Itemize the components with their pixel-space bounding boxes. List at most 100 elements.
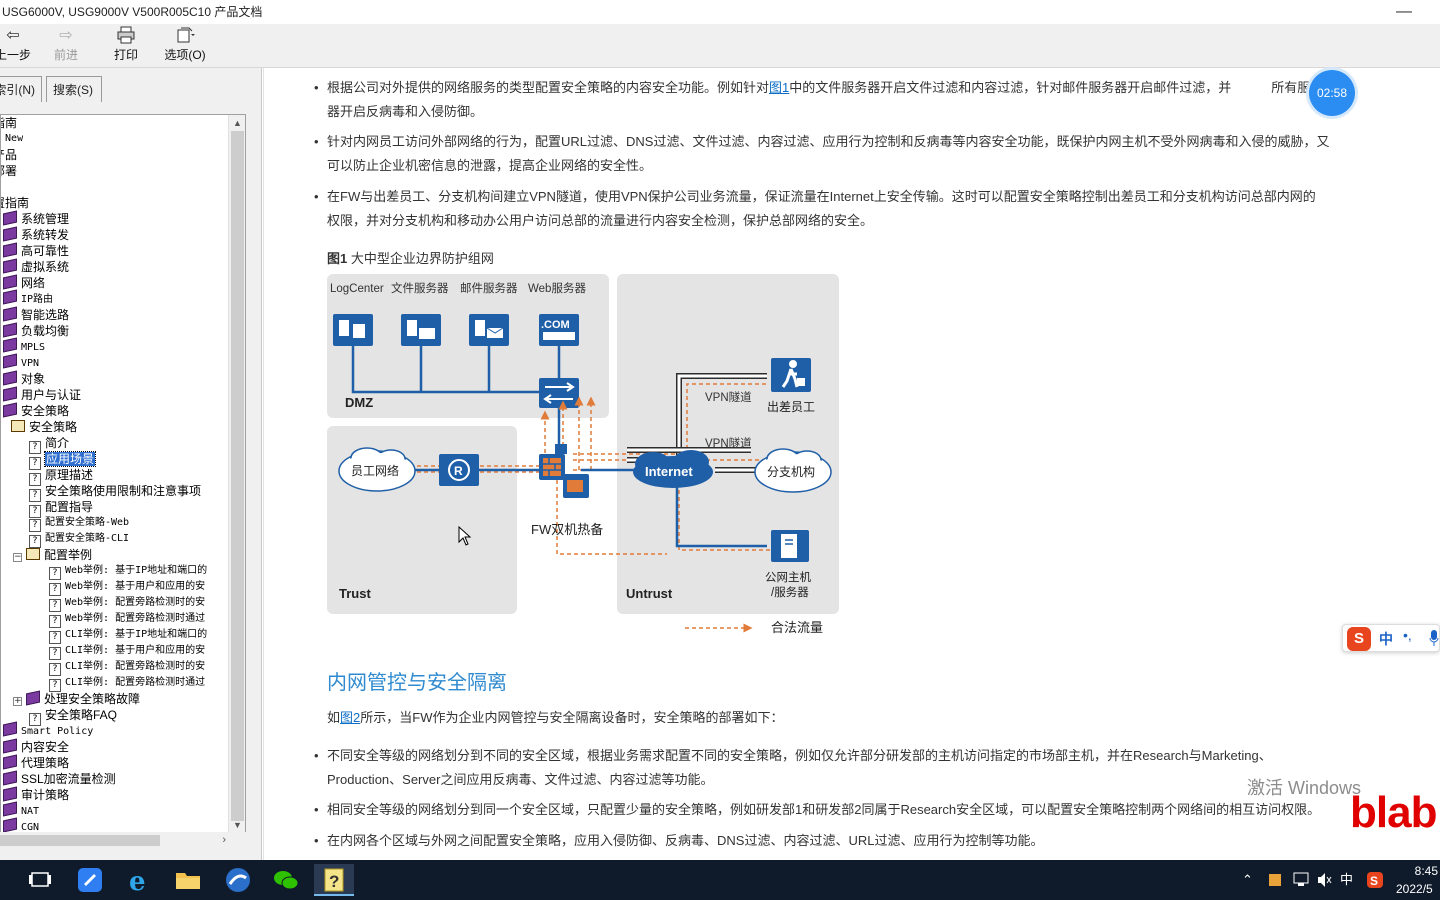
recording-timer[interactable]: 02:58 xyxy=(1309,70,1355,116)
tree-item[interactable]: +处理安全策略故障 xyxy=(13,690,140,707)
tree-horizontal-scrollbar[interactable]: › xyxy=(0,832,246,849)
tree-item[interactable]: 系统转发 xyxy=(1,226,69,243)
tree-item[interactable]: s New xyxy=(1,131,23,147)
tree-item[interactable]: 对象 xyxy=(1,370,45,387)
help-page-icon: ? xyxy=(29,535,41,548)
back-label: 上一步 xyxy=(0,48,31,62)
collapse-icon[interactable]: − xyxy=(13,552,22,562)
tree-item[interactable]: ?应用场景 xyxy=(29,451,97,470)
network-icon[interactable] xyxy=(1292,860,1310,900)
tree-item[interactable]: MPLS xyxy=(1,337,45,355)
sogou-tray-icon[interactable]: S xyxy=(1366,860,1384,900)
ie-browser-button[interactable]: e xyxy=(120,864,160,897)
minimize-button[interactable]: — xyxy=(1396,3,1412,20)
tree-vertical-scrollbar[interactable]: ▲ ▼ xyxy=(228,115,245,833)
tree-item[interactable]: 负载均衡 xyxy=(1,322,69,339)
tree-item[interactable]: CGN xyxy=(1,817,39,833)
figure2-link[interactable]: 图2 xyxy=(340,710,361,725)
tree-item[interactable]: 部署 xyxy=(1,163,17,179)
tree-item[interactable]: 系统管理 xyxy=(1,210,69,227)
tree-item[interactable]: 产品 xyxy=(1,147,17,163)
tree-item[interactable]: 高可靠性 xyxy=(1,242,69,259)
forward-button[interactable]: ⇨ 前进 xyxy=(44,26,88,63)
tree-item[interactable]: ?配置指导 xyxy=(29,499,93,518)
circle-app-button[interactable] xyxy=(218,864,258,896)
bullet-vpn: 在FW与出差员工、分支机构间建立VPN隧道，使用VPN保护公司业务流量，保证流量… xyxy=(314,185,1417,233)
help-page-icon: ? xyxy=(49,663,61,676)
tree-item[interactable]: 网络 xyxy=(1,274,45,291)
tree-item[interactable]: ?安全策略使用限制和注意事项 xyxy=(29,483,201,502)
volume-muted-icon[interactable] xyxy=(1316,860,1332,900)
tree-item[interactable]: 安全策略 xyxy=(1,402,69,419)
mouse-cursor-icon xyxy=(458,526,472,546)
hscroll-thumb[interactable] xyxy=(0,835,160,846)
logcenter-server-icon xyxy=(333,314,373,346)
closed-book-icon xyxy=(3,817,17,833)
tree-item[interactable]: 用户与认证 xyxy=(1,386,81,403)
tree-item[interactable]: 虚拟系统 xyxy=(1,258,69,275)
tree-item-label: 配置安全策略-CLI xyxy=(45,533,130,544)
tree-item[interactable]: ?原理描述 xyxy=(29,467,93,486)
scroll-down-icon[interactable]: ▼ xyxy=(233,820,242,830)
help-viewer-button[interactable]: ? xyxy=(314,864,354,896)
tree-item[interactable]: 置指南 xyxy=(1,195,29,211)
task-view-button[interactable] xyxy=(20,864,60,896)
tree-item[interactable]: NAT xyxy=(1,801,39,819)
tree-item[interactable]: 安全策略 xyxy=(11,419,77,435)
tree-item[interactable]: ?安全策略FAQ xyxy=(29,707,117,726)
microphone-icon[interactable] xyxy=(1429,629,1439,647)
ime-punctuation[interactable]: •, xyxy=(1403,627,1412,643)
tree-item[interactable]: VPN xyxy=(1,353,39,371)
switch-icon xyxy=(539,378,579,408)
sogou-logo-icon[interactable]: S xyxy=(1347,627,1371,651)
tree-item[interactable]: SSL加密流量检测 xyxy=(1,770,116,787)
tree-item[interactable]: 审计策略 xyxy=(1,786,69,803)
file-explorer-button[interactable] xyxy=(168,864,208,896)
wechat-button[interactable] xyxy=(266,864,306,896)
tree-item[interactable]: ?CLI举例: 配置旁路检测时的安 xyxy=(49,659,205,676)
options-button[interactable]: 选项(O) xyxy=(160,26,210,63)
tray-chevron-icon[interactable]: ⌃ xyxy=(1242,872,1253,887)
system-clock[interactable]: 8:45 2022/5 xyxy=(1394,862,1440,898)
tree-item[interactable]: −配置举例 xyxy=(13,547,92,563)
tree-item[interactable]: ?CLI举例: 基于用户和应用的安 xyxy=(49,643,205,660)
tab-index[interactable]: 索引(N) xyxy=(0,76,42,102)
contents-tree[interactable]: ▲ ▼ 指南s New产品部署置指南系统管理系统转发高可靠性虚拟系统网络IP路由… xyxy=(0,114,246,834)
closed-book-icon xyxy=(3,274,17,290)
bullet-content-security: 根据公司对外提供的网络服务的类型配置安全策略的内容安全功能。例如针对图1中的文件… xyxy=(314,76,1417,124)
print-button[interactable]: 打印 xyxy=(104,26,148,63)
fw-label: FW双机热备 xyxy=(531,522,603,537)
tab-search[interactable]: 搜索(S) xyxy=(46,76,102,102)
figure1-link[interactable]: 图1 xyxy=(769,80,790,95)
tree-item[interactable]: ?CLI举例: 基于IP地址和端口的 xyxy=(49,627,207,644)
tree-item[interactable]: ? 配置安全策略-CLI xyxy=(29,531,130,548)
tree-item[interactable]: ?Web举例: 配置旁路检测时通过 xyxy=(49,611,205,628)
closed-book-icon xyxy=(3,242,17,258)
tree-item[interactable]: IP路由 xyxy=(1,289,53,307)
expand-icon[interactable]: + xyxy=(13,696,22,706)
tree-item[interactable]: 内容安全 xyxy=(1,738,69,755)
back-button[interactable]: ⇦ 上一步 xyxy=(0,26,38,63)
tree-item[interactable]: Smart Policy xyxy=(1,721,93,739)
tree-item[interactable]: 智能选路 xyxy=(1,306,69,323)
help-page-icon: ? xyxy=(49,599,61,612)
tree-item[interactable]: ?简介 xyxy=(29,435,69,454)
scroll-right-icon[interactable]: › xyxy=(222,834,226,846)
tree-item[interactable]: 代理策略 xyxy=(1,754,69,771)
watermark-logo: blab xyxy=(1350,788,1437,837)
bullet-text: 不同安全等级的网络划分到不同的安全区域，根据业务需求配置不同的安全策略，例如仅允… xyxy=(327,748,1272,763)
tree-item[interactable]: ?CLI举例: 配置旁路检测时通过 xyxy=(49,675,205,692)
ime-toolbar[interactable]: S 中 •, xyxy=(1342,624,1440,652)
tree-item[interactable]: ?Web举例: 基于IP地址和端口的 xyxy=(49,563,207,580)
tree-item[interactable]: ?Web举例: 配置旁路检测时的安 xyxy=(49,595,205,612)
tray-app-icon[interactable] xyxy=(1268,860,1284,900)
scroll-up-icon[interactable]: ▲ xyxy=(233,118,242,128)
ime-language[interactable]: 中 xyxy=(1379,631,1393,647)
input-language-indicator[interactable]: 中 xyxy=(1340,872,1354,887)
feishu-app-button[interactable] xyxy=(70,864,110,896)
tree-item[interactable]: ?Web举例: 基于用户和应用的安 xyxy=(49,579,205,596)
scroll-thumb[interactable] xyxy=(231,131,244,821)
tree-item[interactable]: 指南 xyxy=(1,115,17,131)
tree-item[interactable]: ?配置安全策略-Web xyxy=(29,515,129,532)
forward-arrow-icon: ⇨ xyxy=(59,27,73,44)
